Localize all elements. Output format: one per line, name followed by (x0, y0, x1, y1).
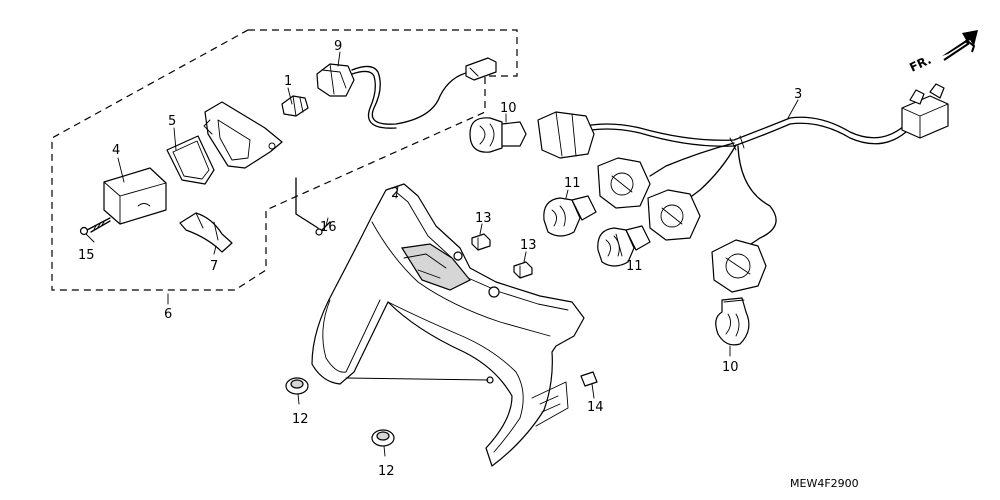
grommet-upper (285, 377, 309, 395)
callout-14: 14 (587, 400, 604, 415)
callout-11-right: 11 (626, 259, 643, 274)
callout-9: 9 (334, 39, 342, 54)
socket-turn-left (597, 157, 651, 209)
wire-harness (575, 83, 949, 247)
bulb-lower (715, 297, 750, 346)
callout-5: 5 (168, 114, 176, 129)
callout-3: 3 (794, 87, 802, 102)
diagram-code: MEW4F2900 (790, 477, 859, 490)
assembly-boundary-dashed (51, 29, 518, 291)
clip-14 (580, 371, 598, 387)
callout-15: 15 (78, 248, 95, 263)
callout-13-right: 13 (520, 238, 537, 253)
clip-nut-left (471, 233, 491, 251)
callout-10-upper: 10 (500, 101, 517, 116)
front-indicator-label: FR. (907, 53, 933, 75)
license-light-housing (203, 101, 283, 169)
callout-1: 1 (284, 74, 292, 89)
callout-2: 2 (391, 186, 399, 201)
harness-connector (901, 83, 949, 139)
license-light-assembly-group (51, 29, 518, 291)
bulb-turn-right (597, 225, 651, 267)
callout-16: 16 (320, 220, 337, 235)
license-gasket (166, 135, 215, 185)
clip-nut-right (513, 261, 533, 279)
license-lens-cover (103, 167, 167, 225)
grommet-lower (371, 429, 395, 447)
tapping-screw (79, 217, 111, 236)
bulb-upper (469, 117, 527, 153)
leader-lines (85, 51, 799, 457)
callout-12-lower: 12 (378, 464, 395, 479)
bulb-turn-left (543, 195, 597, 237)
socket-stop-light (537, 111, 595, 159)
tail-light-assembly (311, 183, 585, 467)
callout-labels: 1 2 3 4 5 6 7 9 10 10 11 11 12 12 13 13 … (78, 39, 802, 479)
wedge-bulb (281, 95, 309, 117)
callout-6: 6 (164, 307, 172, 322)
socket-rear (711, 239, 767, 293)
license-rubber-seal (179, 212, 233, 253)
front-arrow-icon (942, 30, 978, 61)
callout-10-lower: 10 (722, 360, 739, 375)
callout-12-upper: 12 (292, 412, 309, 427)
license-socket-harness (316, 57, 497, 129)
socket-turn-right (647, 189, 701, 241)
callout-11-left: 11 (564, 176, 581, 191)
callout-7: 7 (210, 259, 218, 274)
callout-13-left: 13 (475, 211, 492, 226)
callout-4: 4 (112, 143, 120, 158)
